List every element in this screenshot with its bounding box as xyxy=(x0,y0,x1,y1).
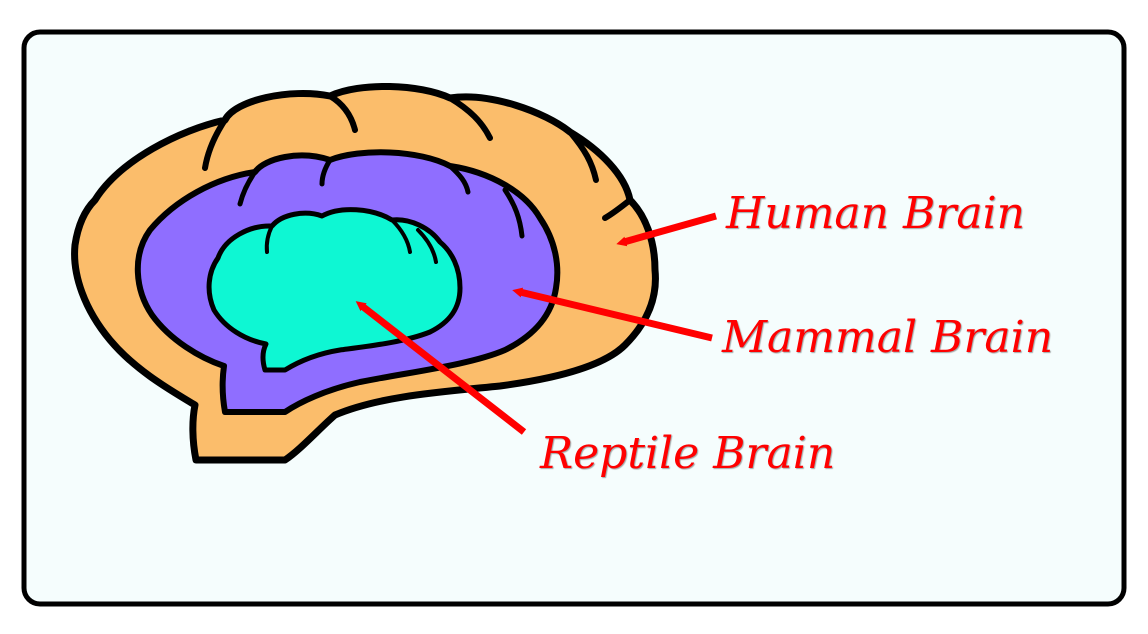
mammal-brain-label: Mammal Brain xyxy=(722,312,1054,363)
reptile-brain-fold xyxy=(390,218,412,254)
reptile-brain-label: Reptile Brain xyxy=(540,428,836,479)
human-brain-label: Human Brain xyxy=(726,188,1025,239)
mammal-brain-arrow xyxy=(512,287,713,342)
human-brain-fold xyxy=(202,117,228,171)
mammal-brain-fold xyxy=(319,157,333,187)
human-brain-fold xyxy=(567,129,599,183)
reptile-brain-fold xyxy=(416,228,438,264)
mammal-brain-fold xyxy=(237,169,258,207)
human-brain-fold xyxy=(447,95,493,141)
reptile-brain-fold xyxy=(264,224,274,254)
human-brain-fold xyxy=(327,93,358,133)
reptile-brain-arrow xyxy=(355,301,527,435)
human-brain-fold xyxy=(602,197,633,221)
mammal-brain-fold xyxy=(502,187,525,239)
mammal-brain-fold xyxy=(447,163,471,195)
human-brain-arrow xyxy=(616,212,717,247)
